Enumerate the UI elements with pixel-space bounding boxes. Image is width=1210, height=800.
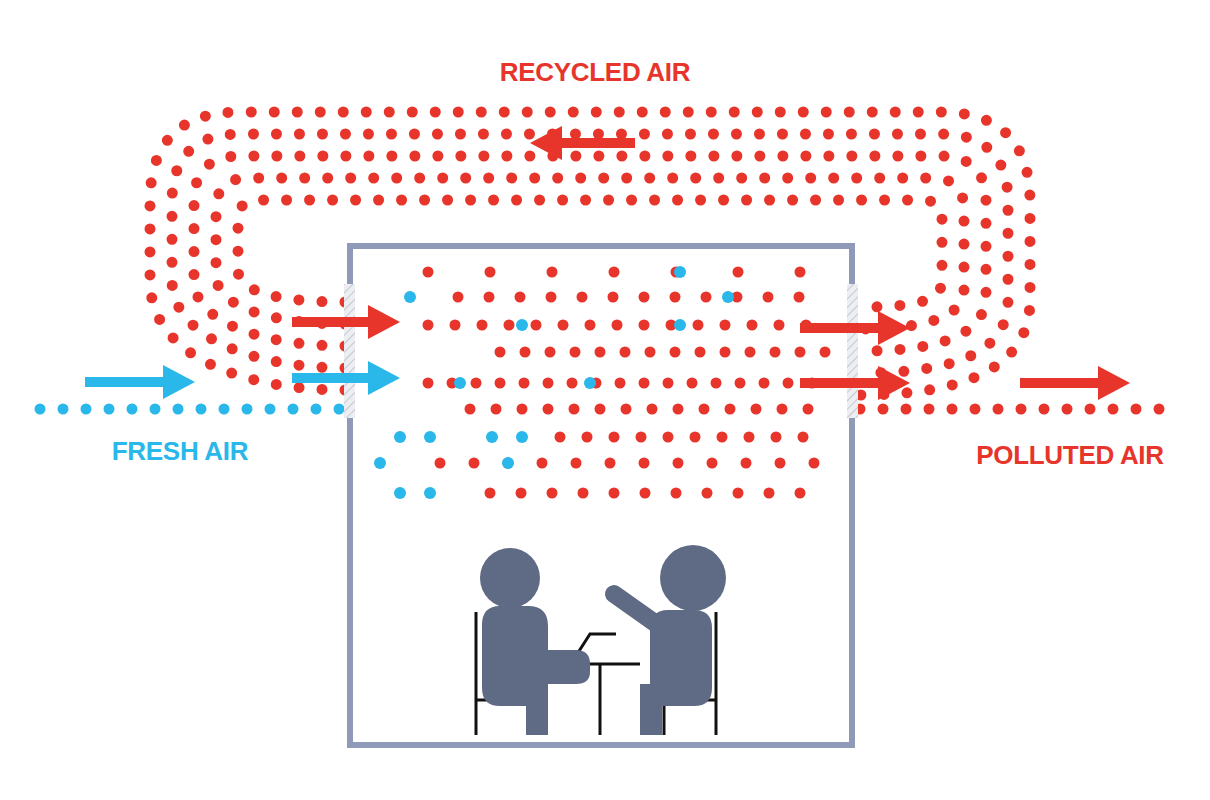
fresh-dot (394, 431, 406, 443)
room-air-red (428, 272, 830, 493)
arrow-head (530, 126, 562, 160)
person-body (482, 606, 590, 735)
fresh-dot (722, 291, 734, 303)
fresh-dot (584, 377, 596, 389)
fresh-dot (454, 377, 466, 389)
arrow-shaft (292, 373, 372, 383)
outlet-vent (847, 284, 858, 418)
dot-row (428, 378, 830, 389)
meeting-figures (476, 545, 726, 735)
flow-arrows (85, 126, 1130, 400)
fresh-dot (394, 487, 406, 499)
dot-row (440, 458, 820, 469)
fresh-dot (424, 431, 436, 443)
dot-row (428, 267, 805, 278)
fresh-dot (674, 266, 686, 278)
arrow-shaft (85, 377, 167, 387)
dot-row (500, 347, 830, 358)
fresh-dot (516, 319, 528, 331)
arrow-shaft (800, 323, 882, 333)
fresh-dot (516, 431, 528, 443)
inlet-vent (344, 284, 355, 418)
arrow-head (368, 305, 400, 339)
dot-row (490, 488, 810, 499)
fresh-dot (502, 457, 514, 469)
flow-label: FRESH AIR (112, 436, 248, 467)
person-head (660, 545, 726, 611)
polluted-air-stream (860, 404, 1175, 415)
arrow-head (878, 366, 910, 400)
arrow-head (878, 311, 910, 345)
person-head (480, 548, 540, 608)
arrow-head (368, 361, 400, 395)
dot-row (560, 432, 830, 443)
arrow-head (163, 365, 195, 399)
arrow-head (1098, 366, 1130, 400)
room-outline (350, 246, 852, 745)
arrow-shaft (800, 378, 882, 388)
flow-label: RECYCLED AIR (500, 57, 690, 88)
arrow-shaft (1020, 378, 1102, 388)
fresh-dot (424, 487, 436, 499)
arrow-shaft (558, 138, 635, 148)
dot-row (470, 404, 830, 415)
fresh-dot (674, 319, 686, 331)
dot-row (428, 320, 830, 331)
arrow-shaft (292, 317, 372, 327)
dot-row (458, 292, 830, 303)
fresh-dot (374, 457, 386, 469)
fresh-dot (486, 431, 498, 443)
fresh-dot (404, 291, 416, 303)
fresh-air-stream (40, 404, 385, 415)
flow-label: POLLUTED AIR (976, 440, 1164, 471)
room-air-blue (374, 266, 734, 499)
person-arm (614, 594, 662, 628)
